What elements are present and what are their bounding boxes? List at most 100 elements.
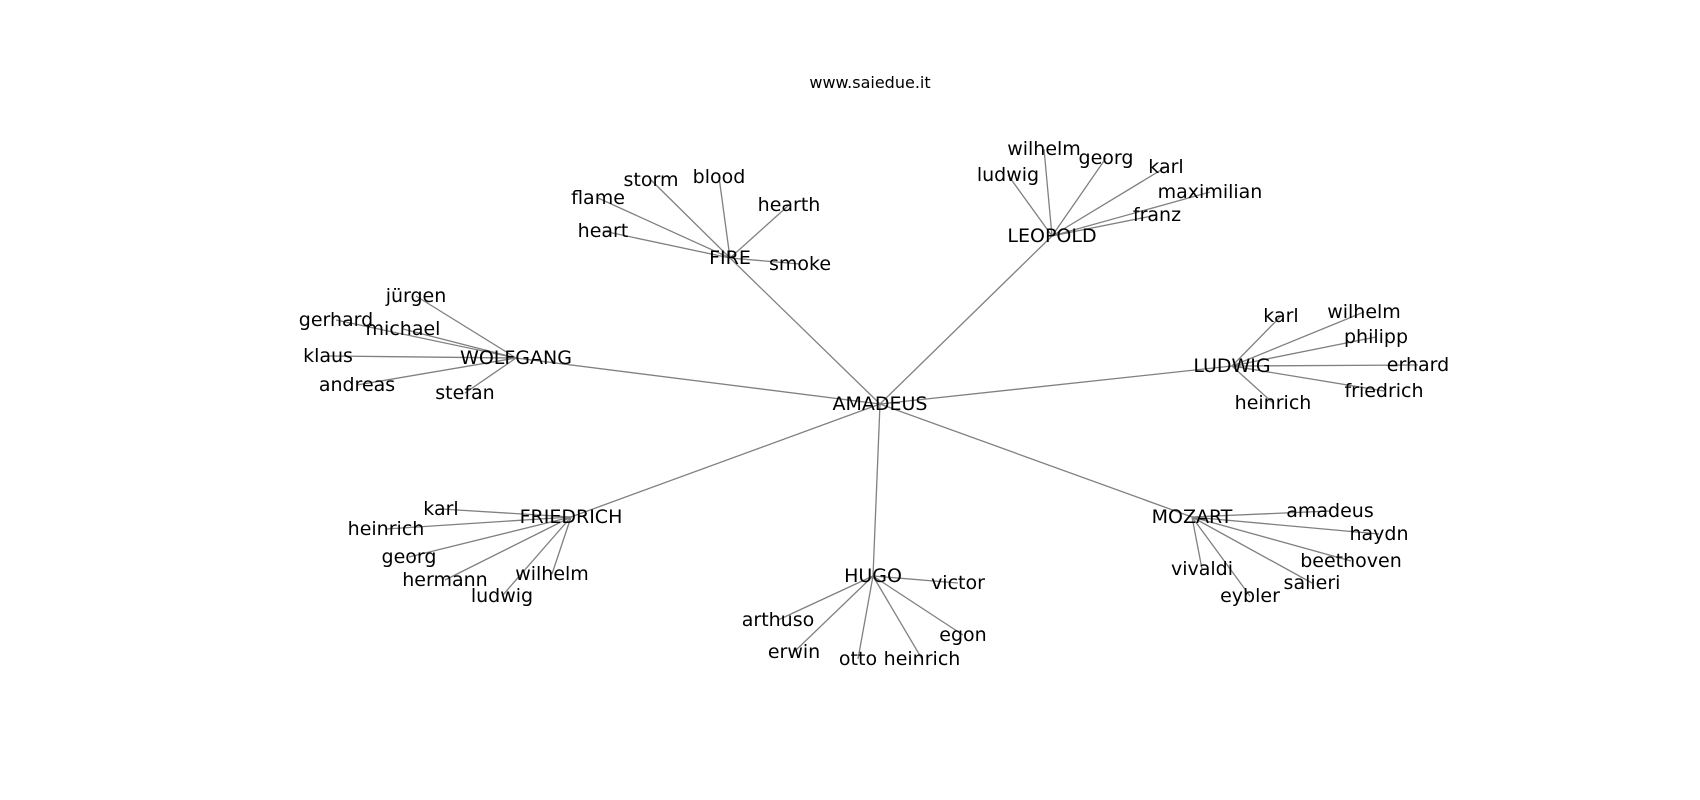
hub-node-label-wolfgang: WOLFGANG (460, 347, 572, 369)
edge-friedrich-4 (501, 516, 572, 597)
edge-center-leopold (879, 235, 1053, 405)
edge-leopold-5 (1051, 214, 1158, 237)
leaf-node-label-ludwig-2: philipp (1344, 326, 1408, 348)
edge-ludwig-4 (1231, 365, 1385, 392)
leaf-node-label-fire-2: storm (624, 169, 679, 191)
edge-fire-4 (729, 204, 790, 259)
edge-hugo-3 (857, 575, 874, 660)
edge-fire-0 (602, 230, 731, 259)
leaf-node-label-ludwig-3: erhard (1387, 354, 1449, 376)
hub-node-label-mozart: MOZART (1152, 506, 1233, 528)
leaf-node-label-wolfgang-0: jürgen (385, 285, 447, 307)
leaf-node-label-hugo-4: erwin (768, 641, 820, 663)
leaf-node-label-friedrich-4: ludwig (471, 585, 533, 607)
edge-wolfgang-2 (402, 328, 517, 359)
edge-leopold-0 (1007, 174, 1053, 237)
hub-node-label-friedrich: FRIEDRICH (520, 506, 623, 528)
leaf-node-label-hugo-2: heinrich (884, 648, 961, 670)
edge-mozart-4 (1191, 516, 1251, 597)
leaf-node-label-wolfgang-3: klaus (303, 345, 353, 367)
leaf-node-label-hugo-1: egon (939, 624, 986, 646)
leaf-node-label-leopold-5: franz (1133, 204, 1181, 226)
leaf-node-label-mozart-2: beethoven (1300, 550, 1402, 572)
edge-wolfgang-1 (335, 319, 517, 359)
edge-center-ludwig (879, 365, 1233, 405)
leaf-node-label-mozart-1: haydn (1349, 523, 1408, 545)
hub-node-label-ludwig: LUDWIG (1193, 355, 1270, 377)
leaf-node-label-leopold-2: georg (1079, 147, 1134, 169)
leaf-node-label-ludwig-5: heinrich (1235, 392, 1312, 414)
leaf-node-label-mozart-4: eybler (1220, 585, 1280, 607)
leaf-node-label-fire-5: smoke (769, 253, 831, 275)
edge-mozart-3 (1191, 516, 1313, 584)
edge-leopold-1 (1043, 148, 1053, 237)
edge-wolfgang-0 (415, 295, 517, 359)
edge-fire-3 (718, 176, 731, 259)
edge-fire-1 (597, 197, 731, 259)
edge-center-hugo (872, 403, 881, 577)
leaf-node-label-friedrich-3: hermann (402, 569, 487, 591)
leaf-node-label-mozart-0: amadeus (1286, 500, 1374, 522)
hub-node-label-leopold: LEOPOLD (1007, 225, 1096, 247)
edge-fire-2 (650, 179, 731, 259)
edge-center-fire (729, 257, 881, 405)
hub-node-label-fire: FIRE (709, 247, 751, 269)
edge-wolfgang-3 (327, 355, 517, 359)
leaf-node-label-friedrich-2: georg (382, 546, 437, 568)
edge-mozart-5 (1191, 516, 1203, 570)
leaf-node-label-hugo-0: victor (931, 572, 985, 594)
edge-ludwig-5 (1231, 365, 1274, 404)
edge-friedrich-5 (551, 516, 572, 575)
hub-node-label-hugo: HUGO (844, 565, 902, 587)
edge-hugo-4 (793, 575, 874, 653)
edge-hugo-5 (777, 575, 874, 621)
leaf-node-label-friedrich-1: heinrich (348, 518, 425, 540)
leaf-node-label-leopold-1: wilhelm (1007, 138, 1081, 160)
edge-hugo-0 (872, 575, 959, 584)
leaf-node-label-hugo-5: arthuso (742, 609, 815, 631)
edge-mozart-1 (1191, 516, 1380, 535)
edge-ludwig-1 (1231, 311, 1365, 367)
edge-friedrich-2 (408, 516, 572, 558)
leaf-node-label-leopold-0: ludwig (977, 164, 1039, 186)
leaf-node-label-fire-0: heart (578, 220, 629, 242)
edge-center-friedrich (570, 403, 881, 518)
leaf-node-label-ludwig-4: friedrich (1344, 380, 1423, 402)
edge-friedrich-0 (440, 508, 572, 518)
leaf-node-label-fire-3: blood (693, 166, 746, 188)
site-url-label: www.saiedue.it (809, 73, 930, 92)
edge-hugo-1 (872, 575, 964, 636)
leaf-node-label-wolfgang-1: gerhard (299, 309, 373, 331)
leaf-node-label-friedrich-5: wilhelm (515, 563, 589, 585)
leaf-node-label-ludwig-0: karl (1263, 305, 1298, 327)
edge-leopold-4 (1051, 191, 1211, 237)
edge-mozart-0 (1191, 510, 1331, 518)
leaf-node-label-wolfgang-4: andreas (319, 374, 395, 396)
edge-friedrich-3 (444, 516, 572, 581)
edge-ludwig-3 (1231, 364, 1419, 367)
edge-layer (327, 148, 1419, 660)
edge-leopold-3 (1051, 166, 1167, 237)
leaf-node-label-friedrich-0: karl (423, 498, 458, 520)
leaf-node-label-wolfgang-5: stefan (435, 382, 494, 404)
leaf-node-label-fire-4: hearth (758, 194, 821, 216)
leaf-node-label-mozart-3: salieri (1284, 572, 1341, 594)
leaf-node-label-leopold-4: maximilian (1158, 181, 1263, 203)
edge-center-mozart (879, 403, 1193, 518)
edge-center-wolfgang (515, 357, 881, 405)
edge-leopold-2 (1051, 157, 1107, 237)
edge-fire-5 (729, 257, 801, 265)
edge-hugo-2 (872, 575, 923, 660)
leaf-node-label-mozart-5: vivaldi (1171, 558, 1233, 580)
edge-wolfgang-5 (464, 357, 517, 394)
edge-wolfgang-4 (356, 357, 517, 386)
center-node-label: AMADEUS (833, 393, 928, 415)
edge-ludwig-2 (1231, 336, 1377, 367)
edge-ludwig-0 (1231, 315, 1282, 367)
edge-friedrich-1 (385, 516, 572, 530)
leaf-node-label-fire-1: flame (571, 187, 625, 209)
edge-mozart-2 (1191, 516, 1352, 562)
leaf-node-label-leopold-3: karl (1148, 156, 1183, 178)
